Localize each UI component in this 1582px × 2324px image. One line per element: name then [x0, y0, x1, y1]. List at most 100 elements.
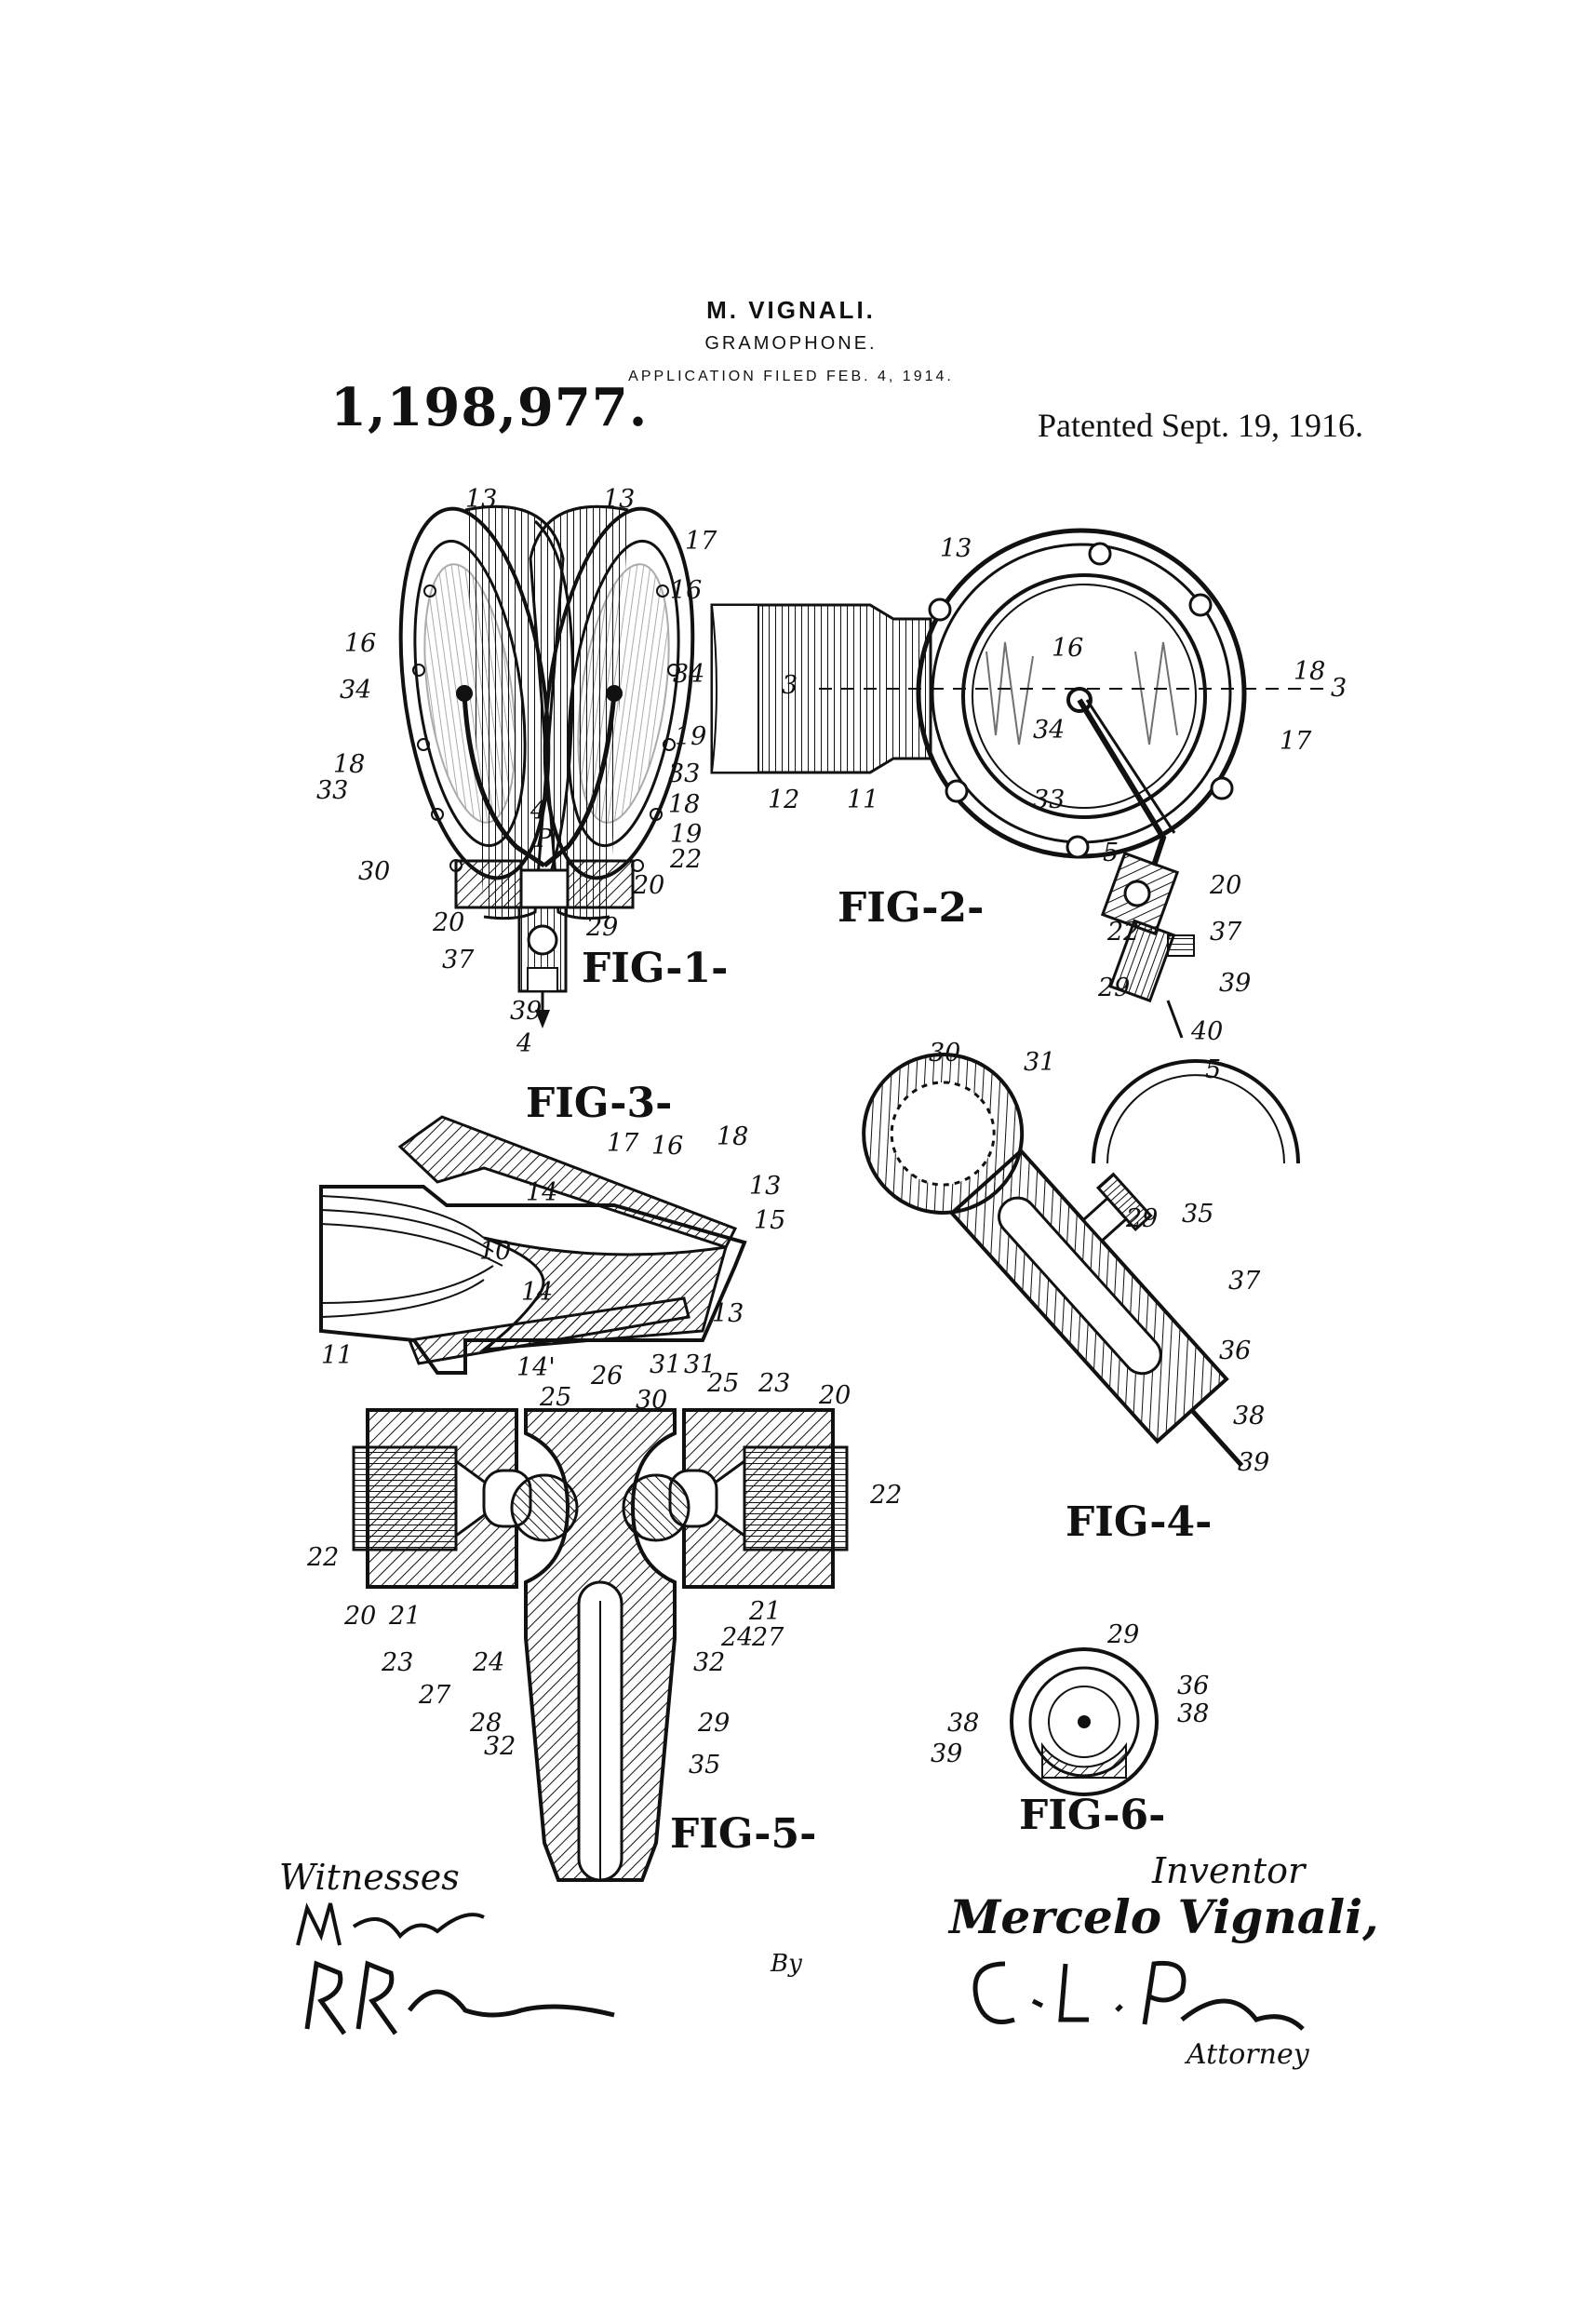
patent-number: 1,198,977.: [330, 377, 649, 438]
ref-label: 29: [585, 913, 618, 942]
ref-label: 39: [1238, 1448, 1269, 1477]
ref-label: 25: [539, 1383, 571, 1412]
figure-6: 29 36 38 38 39 FIG-6-: [931, 1620, 1209, 1839]
ref-label: 30: [358, 857, 390, 886]
figure-5-label: FIG-5-: [670, 1810, 816, 1858]
ref-label: 29: [1125, 1204, 1158, 1233]
inventor-signature: Mercelo Vignali,: [949, 1889, 1379, 1944]
ref-label: 13: [603, 485, 635, 514]
figure-2: 13 16 18 3 3 17 34 33 12 11 5 20 22 37 2…: [710, 528, 1347, 1164]
ref-label: 23: [757, 1369, 790, 1398]
ref-label: 5: [1103, 839, 1119, 867]
ref-label: 11: [847, 786, 878, 814]
ref-label: 32: [484, 1732, 516, 1761]
witness-signature-2: [304, 1960, 615, 2035]
ref-label: 33: [316, 776, 348, 805]
figure-4-label: FIG-4-: [1066, 1498, 1212, 1546]
ref-label: 28: [469, 1709, 502, 1738]
application-filed-date: APPLICATION FILED FEB. 4, 1914.: [628, 369, 954, 384]
ref-label: 16: [670, 576, 702, 605]
ref-label: 4: [516, 1029, 532, 1058]
ref-label: 24: [720, 1623, 753, 1652]
figure-4: 30 31 29 35 37 36 38 39 FIG-4-: [862, 1039, 1269, 1546]
figure-3-label: FIG-3-: [526, 1080, 672, 1127]
ref-label: 16: [1052, 634, 1083, 663]
figure-5: 31 31 26 25 25 23 20 30 22 22 20 21 23 2…: [306, 1350, 902, 1882]
ref-label: 33: [1033, 786, 1065, 814]
ref-label: 20: [818, 1381, 851, 1410]
ref-label: 17: [685, 527, 717, 556]
ref-label: 18: [1294, 657, 1325, 686]
ref-label: 36: [1219, 1337, 1251, 1365]
ref-label: 27: [418, 1681, 451, 1710]
figure-1: 13 13 17 16 16 34 34 19 18 33 33 18 19 2…: [316, 485, 728, 1058]
ref-label: 31: [1024, 1048, 1055, 1077]
inventor-header: M. VIGNALI.: [706, 296, 876, 324]
ref-label: 13: [940, 534, 972, 563]
ref-label: 30: [636, 1386, 667, 1415]
ref-label: 34: [673, 660, 704, 689]
ref-label: 34: [1033, 716, 1065, 745]
ref-label: 14: [526, 1178, 557, 1207]
ref-label: 11: [321, 1341, 353, 1370]
ref-label: 18: [717, 1122, 748, 1151]
ref-label: 17: [1280, 727, 1312, 756]
witnesses-label: Witnesses: [279, 1857, 460, 1898]
attorney-label: Attorney: [1186, 2038, 1309, 2071]
ref-label: 12: [768, 786, 799, 814]
ref-label: 38: [1177, 1699, 1209, 1728]
invention-title: GRAMOPHONE.: [704, 333, 878, 354]
ref-label: 29: [1097, 974, 1130, 1002]
ref-label: 40: [1190, 1017, 1223, 1046]
ref-label: 20: [1209, 871, 1241, 900]
ref-label: 36: [1177, 1672, 1209, 1700]
ref-label: 13: [749, 1172, 781, 1201]
ref-label: 13: [465, 485, 497, 514]
ref-label: 32: [693, 1648, 725, 1677]
ref-label: 17: [607, 1129, 639, 1158]
figure-3: 17 16 18 13 15 14 10 14 11 14' 13 FIG-3-: [319, 1080, 785, 1382]
ref-label: 20: [343, 1602, 376, 1631]
ref-label: 13: [712, 1299, 744, 1328]
ref-label: 4: [530, 797, 546, 826]
witness-signature-1: [296, 1902, 485, 1946]
ref-label: 3: [782, 671, 798, 700]
ref-label: 29: [697, 1709, 730, 1738]
ref-label: 25: [706, 1369, 739, 1398]
ref-label: 10: [479, 1237, 511, 1266]
ref-label: 34: [340, 676, 371, 705]
ref-label: 16: [651, 1132, 683, 1161]
ref-label: 35: [689, 1751, 720, 1780]
ref-label: 33: [668, 759, 700, 788]
ref-label: 31: [650, 1350, 681, 1379]
ref-label: 38: [1233, 1402, 1265, 1431]
figure-2-label: FIG-2-: [838, 884, 984, 932]
inventor-label: Inventor: [1152, 1850, 1306, 1891]
ref-label: 5: [1205, 1055, 1221, 1084]
ref-label: 37: [442, 946, 475, 974]
ref-label: 38: [947, 1709, 979, 1738]
ref-label: 3: [1331, 674, 1347, 703]
figure-1-label: FIG-1-: [582, 945, 728, 992]
ref-label: 19: [675, 722, 706, 751]
ref-label: 24: [472, 1648, 504, 1677]
ref-label: 20: [632, 871, 664, 900]
ref-label: 30: [929, 1039, 960, 1068]
ref-label: 23: [381, 1648, 413, 1677]
ref-label: 22: [869, 1481, 902, 1510]
ref-label: 15: [754, 1206, 785, 1235]
ref-label: 22: [1106, 918, 1139, 947]
ref-label: 20: [432, 908, 464, 937]
ref-label: P: [534, 825, 553, 853]
ref-label: 35: [1182, 1200, 1213, 1229]
ref-label: 14: [521, 1278, 553, 1307]
ref-label: 39: [510, 997, 542, 1026]
ref-label: 39: [931, 1740, 962, 1768]
attorney-signature: [972, 1960, 1305, 2031]
ref-label: 37: [1210, 918, 1242, 947]
ref-label: 29: [1106, 1620, 1139, 1649]
ref-label: 14': [516, 1353, 556, 1382]
ref-label: 16: [344, 629, 376, 658]
ref-label: 26: [590, 1362, 623, 1390]
